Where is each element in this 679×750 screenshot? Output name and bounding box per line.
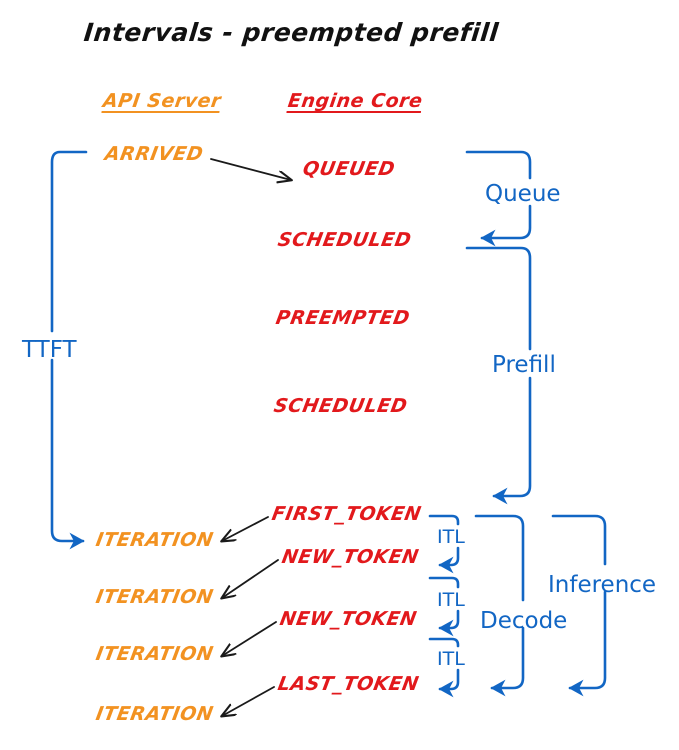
itl-bracket-2-bottom bbox=[438, 609, 460, 637]
column-header-engine-core: Engine Core bbox=[286, 90, 425, 112]
column-header-api-server: API Server bbox=[101, 90, 223, 112]
page-title: Intervals - preempted prefill bbox=[82, 18, 501, 47]
state-new-token-2: NEW_TOKEN bbox=[278, 608, 419, 630]
decode-bracket-top bbox=[474, 514, 525, 602]
interval-label-inference: Inference bbox=[548, 572, 657, 598]
interval-label-queue: Queue bbox=[485, 181, 561, 207]
interval-label-itl-1: ITL bbox=[437, 526, 465, 548]
queue-bracket-bottom bbox=[480, 204, 532, 247]
inference-bracket-bottom bbox=[568, 590, 607, 697]
itl-bracket-1-top bbox=[428, 514, 460, 526]
inference-bracket-top bbox=[551, 514, 607, 566]
itl-bracket-3-bottom bbox=[438, 668, 460, 698]
interval-label-ttft: TTFT bbox=[22, 337, 77, 363]
itl-bracket-2-top bbox=[428, 576, 460, 589]
arrow-new-token-2-to-iteration-3 bbox=[222, 621, 277, 656]
state-preempted: PREEMPTED bbox=[274, 307, 412, 329]
arrow-arrived-to-queued bbox=[210, 158, 291, 180]
state-scheduled-1: SCHEDULED bbox=[276, 229, 414, 251]
state-arrived: ARRIVED bbox=[103, 143, 206, 165]
state-iteration-3: ITERATION bbox=[94, 643, 216, 665]
state-iteration-2: ITERATION bbox=[94, 586, 216, 608]
state-iteration-1: ITERATION bbox=[94, 529, 216, 551]
prefill-bracket-bottom bbox=[492, 376, 532, 505]
arrow-last-token-to-iteration-4 bbox=[222, 686, 275, 716]
ttft-bracket-upper bbox=[50, 150, 88, 333]
itl-bracket-3-top bbox=[428, 637, 460, 648]
decode-bracket-bottom bbox=[490, 626, 525, 697]
state-first-token: FIRST_TOKEN bbox=[270, 503, 424, 525]
state-last-token: LAST_TOKEN bbox=[276, 673, 421, 695]
state-new-token-1: NEW_TOKEN bbox=[280, 546, 421, 568]
ttft-bracket-lower-arm bbox=[50, 358, 85, 550]
interval-label-prefill: Prefill bbox=[492, 352, 556, 378]
prefill-bracket-top bbox=[465, 246, 532, 351]
state-scheduled-2: SCHEDULED bbox=[272, 395, 410, 417]
interval-label-itl-3: ITL bbox=[437, 648, 465, 670]
queue-bracket-top bbox=[465, 150, 532, 180]
state-iteration-4: ITERATION bbox=[94, 703, 216, 725]
arrow-first-token-to-iteration-1 bbox=[222, 516, 269, 541]
interval-label-decode: Decode bbox=[480, 608, 568, 634]
arrow-new-token-1-to-iteration-2 bbox=[222, 559, 279, 598]
itl-bracket-1-bottom bbox=[438, 546, 460, 574]
interval-label-itl-2: ITL bbox=[437, 589, 465, 611]
state-queued: QUEUED bbox=[301, 158, 397, 180]
